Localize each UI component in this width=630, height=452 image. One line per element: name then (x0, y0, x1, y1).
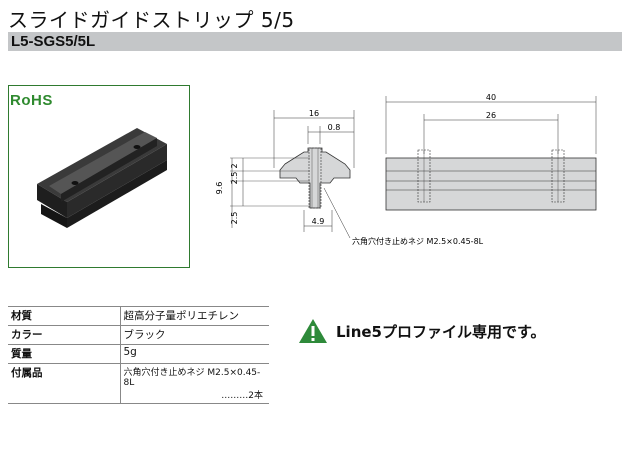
spec-table: 材質 超高分子量ポリエチレン カラー ブラック 質量 5g 付属品 六角穴付き止… (8, 306, 269, 404)
dim-2-5a: 2.5 (230, 172, 239, 185)
product-photo-frame (8, 85, 190, 268)
dim-26: 26 (486, 111, 496, 120)
dim-16: 16 (309, 109, 319, 118)
rohs-badge: RoHS (10, 92, 53, 109)
spec-key: カラー (8, 325, 120, 345)
model-number: L5-SGS5/5L (11, 33, 96, 50)
dim-40: 40 (486, 93, 496, 102)
model-bar: L5-SGS5/5L (8, 32, 622, 51)
dim-4-9: 4.9 (312, 217, 325, 226)
warning-triangle-icon (299, 319, 327, 343)
spec-key: 材質 (8, 306, 120, 326)
product-photo (37, 128, 167, 228)
spec-value: 六角穴付き止めネジ M2.5×0.45-8L ………2本 (119, 363, 269, 404)
notice: Line5プロファイル専用です。 (298, 318, 546, 344)
dim-0-8: 0.8 (328, 123, 341, 132)
notice-text: Line5プロファイル専用です。 (336, 322, 546, 341)
spec-value: 超高分子量ポリエチレン (119, 306, 269, 326)
spec-value: 5g (119, 344, 269, 364)
table-row: 付属品 六角穴付き止めネジ M2.5×0.45-8L ………2本 (8, 363, 269, 404)
table-row: 材質 超高分子量ポリエチレン (8, 306, 269, 326)
dim-9-6: 9.6 (215, 182, 224, 195)
table-row: カラー ブラック (8, 325, 269, 345)
spec-value: ブラック (119, 325, 269, 345)
dim-2-5b: 2.5 (230, 212, 239, 225)
accessory-quantity: ………2本 (221, 391, 263, 401)
table-row: 質量 5g (8, 344, 269, 364)
spec-key: 付属品 (8, 363, 120, 404)
page-title: スライドガイドストリップ 5/5 (8, 8, 295, 32)
technical-drawing: 16 0.8 9.6 2 2.5 2.5 4.9 六角穴付き止めネジ M2.5×… (215, 93, 597, 246)
spec-key: 質量 (8, 344, 120, 364)
screw-label: 六角穴付き止めネジ M2.5×0.45-8L (352, 236, 484, 246)
dim-2: 2 (230, 163, 239, 168)
accessory-line: 六角穴付き止めネジ M2.5×0.45-8L (123, 368, 261, 388)
